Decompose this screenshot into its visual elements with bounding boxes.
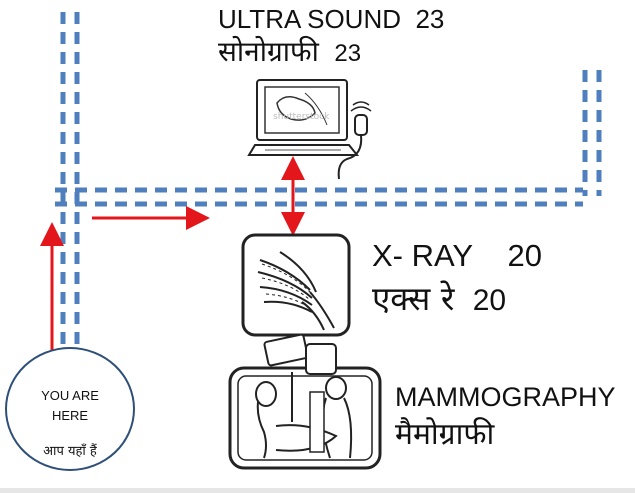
mammography-machine-icon <box>228 333 382 470</box>
ultrasound-title-hindi: सोनोग्राफी 23 <box>218 38 361 66</box>
mammography-title-hindi: मैमोग्राफी <box>395 417 495 452</box>
xray-room-en: 20 <box>507 238 542 273</box>
you-are-here-marker: YOU ARE HERE आप यहाँ हैं <box>5 347 135 471</box>
direction-arrows <box>40 156 305 362</box>
xray-title-hindi: एक्स रे 20 <box>372 282 506 316</box>
corridor-lines <box>55 12 602 355</box>
ultrasound-watermark: shutterstock <box>273 112 330 122</box>
xray-title-hi: एक्स रे <box>372 279 455 318</box>
ultrasound-title-en: ULTRA SOUND <box>218 4 401 34</box>
xray-title-en: X- RAY <box>372 238 474 273</box>
mammography-title: MAMMOGRAPHY <box>395 382 616 412</box>
ultrasound-machine-icon: shutterstock <box>247 79 372 180</box>
xray-title: X- RAY 20 <box>372 240 542 271</box>
you-are-here-line2: HERE <box>51 408 89 423</box>
ultrasound-room-en: 23 <box>415 4 445 34</box>
you-are-here-line1: YOU ARE <box>41 388 99 403</box>
ultrasound-title-hi: सोनोग्राफी <box>218 35 319 68</box>
xray-room-hi: 20 <box>472 284 507 317</box>
ultrasound-title: ULTRA SOUND 23 <box>218 6 444 32</box>
xray-hand-icon <box>241 233 351 337</box>
ultrasound-room-hi: 23 <box>334 40 362 67</box>
you-are-here-hindi: आप यहाँ हैं <box>43 444 97 459</box>
window-bottom-edge <box>0 488 635 493</box>
